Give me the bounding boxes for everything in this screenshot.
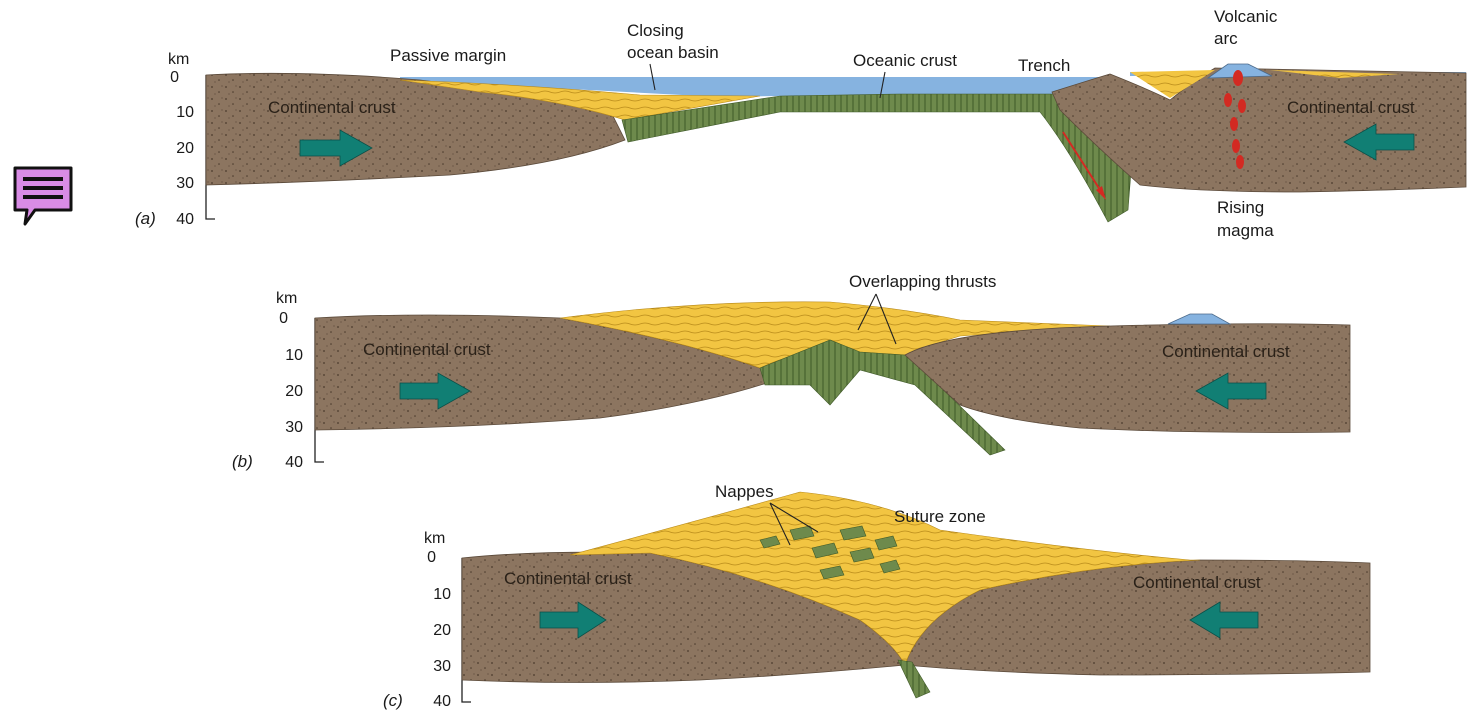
tick-40-c: 40	[433, 693, 451, 710]
tick-30-c: 30	[433, 658, 451, 675]
label-magma: magma	[1217, 221, 1274, 240]
label-nappes: Nappes	[715, 482, 774, 501]
oceanic-crust-slab	[622, 94, 1135, 222]
panel-tag-b: (b)	[232, 452, 253, 471]
tick-10-b: 10	[285, 347, 303, 364]
label-continental-crust-right-c: Continental crust	[1133, 573, 1261, 592]
label-trench: Trench	[1018, 56, 1070, 75]
label-arc: arc	[1214, 29, 1238, 48]
continental-crust-right-b	[905, 324, 1350, 433]
old-volcano	[1168, 314, 1230, 324]
axis-unit-b: km	[276, 290, 297, 307]
label-volcanic: Volcanic	[1214, 7, 1278, 26]
tick-20: 20	[176, 140, 194, 157]
label-passive-margin: Passive margin	[390, 46, 506, 65]
axis-unit: km	[168, 51, 189, 68]
label-closing: Closing	[627, 21, 684, 40]
axis-unit-c: km	[424, 530, 445, 547]
tick-40: 40	[176, 211, 194, 228]
label-continental-crust-left-c: Continental crust	[504, 569, 632, 588]
label-continental-crust-right-b: Continental crust	[1162, 342, 1290, 361]
tick-10-c: 10	[433, 586, 451, 603]
panel-a: km 0 10 20 30 40 (a)	[135, 7, 1466, 240]
tick-0-c: 0	[427, 549, 436, 566]
tick-40-b: 40	[285, 454, 303, 471]
tick-0: 0	[170, 69, 179, 86]
tick-30: 30	[176, 175, 194, 192]
label-rising: Rising	[1217, 198, 1264, 217]
label-suture-zone: Suture zone	[894, 507, 986, 526]
panel-b: km 0 10 20 30 40 (b) Continental crust C…	[232, 272, 1350, 471]
panel-tag-c: (c)	[383, 691, 403, 710]
label-oceanic-crust: Oceanic crust	[853, 51, 957, 70]
label-continental-crust-left-b: Continental crust	[363, 340, 491, 359]
tick-10: 10	[176, 104, 194, 121]
panel-c: km 0 10 20 30 40 (c) Continental crust	[383, 482, 1370, 710]
tick-20-b: 20	[285, 383, 303, 400]
label-continental-crust-left-a: Continental crust	[268, 98, 396, 117]
label-overlapping-thrusts: Overlapping thrusts	[849, 272, 996, 291]
tick-20-c: 20	[433, 622, 451, 639]
label-ocean-basin: ocean basin	[627, 43, 719, 62]
label-continental-crust-right-a: Continental crust	[1287, 98, 1415, 117]
panel-tag-a: (a)	[135, 209, 156, 228]
tick-0-b: 0	[279, 310, 288, 327]
tick-30-b: 30	[285, 419, 303, 436]
